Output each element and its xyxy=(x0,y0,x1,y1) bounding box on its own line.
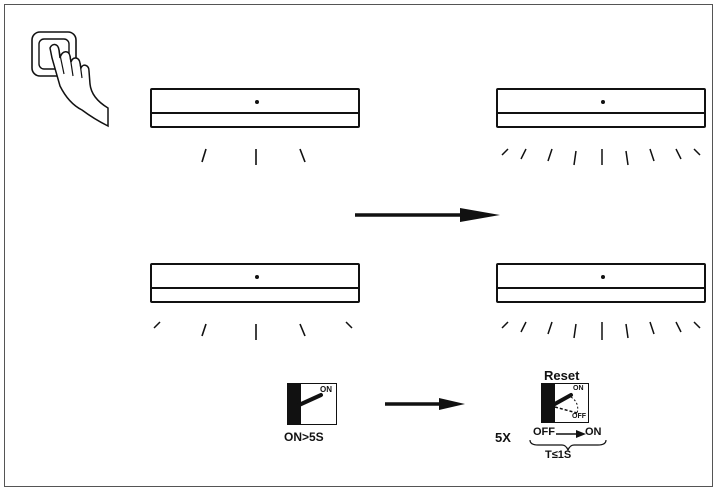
indicator-dot xyxy=(601,100,605,104)
timing-brace xyxy=(529,439,607,452)
transition-arrow xyxy=(355,208,500,222)
wall-switch-toggle-icon xyxy=(541,383,589,423)
toggle-direction-arrow xyxy=(556,430,586,438)
lamp-divider xyxy=(498,112,704,114)
light-bar-bottom-right xyxy=(496,263,706,303)
reset-title: Reset xyxy=(544,368,580,383)
light-bar-bottom-left xyxy=(150,263,360,303)
switch-off-label: OFF xyxy=(572,413,586,420)
timing-condition: T≤1S xyxy=(545,449,572,461)
indicator-dot xyxy=(255,275,259,279)
repeat-count: 5X xyxy=(495,430,511,445)
indicator-dot xyxy=(601,275,605,279)
hand-press-switch-icon xyxy=(31,31,109,128)
light-rays-bright xyxy=(501,148,701,166)
lamp-divider xyxy=(498,287,704,289)
light-rays-bright xyxy=(501,321,701,340)
diagram-frame xyxy=(4,4,713,487)
light-rays-medium xyxy=(153,321,353,340)
lamp-divider xyxy=(152,112,358,114)
light-bar-top-left xyxy=(150,88,360,128)
indicator-dot xyxy=(255,100,259,104)
on-duration-caption: ON>5S xyxy=(284,430,324,444)
light-rays-dim xyxy=(201,148,306,165)
switch-on-label: ON xyxy=(573,385,584,392)
light-bar-top-right xyxy=(496,88,706,128)
toggle-to-label: ON xyxy=(585,426,602,438)
lamp-divider xyxy=(152,287,358,289)
switch-sequence-arrow xyxy=(385,398,465,410)
switch-on-label: ON xyxy=(320,385,332,394)
wall-switch-on-icon xyxy=(287,383,337,425)
toggle-from-label: OFF xyxy=(533,426,555,438)
